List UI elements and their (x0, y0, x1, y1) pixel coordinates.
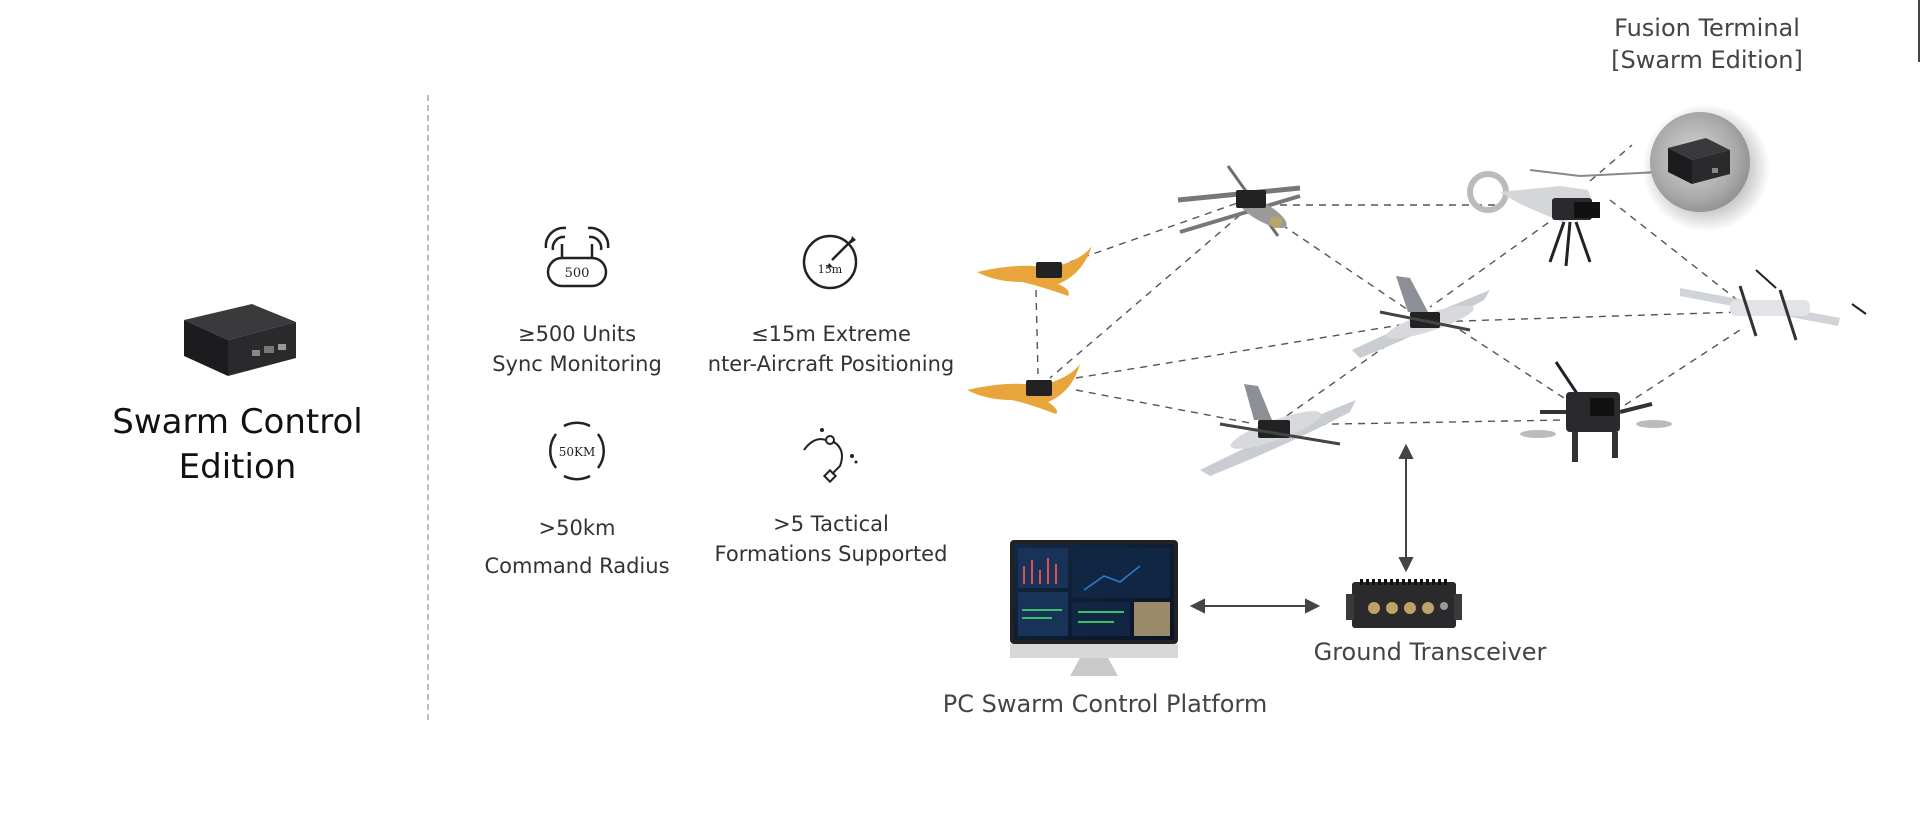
product-title-line1: Swarm Control (112, 402, 363, 442)
feature-positioning-line2: nter-Aircraft Positioning (707, 352, 955, 376)
feature-command-radius-line1: >50km (538, 516, 616, 540)
drone-flying-wing-bottom (967, 364, 1080, 414)
feature-sync-monitoring-line2: Sync Monitoring (492, 352, 662, 376)
router-500-text: 500 (565, 266, 590, 281)
radius-50km-text: 50KM (559, 445, 596, 459)
section-divider (427, 95, 429, 720)
feature-tactical-formations: >5 Tactical Formations Supported (700, 509, 962, 569)
feature-tactical-formations-line2: Formations Supported (714, 542, 948, 566)
ground-transceiver-label: Ground Transceiver (1313, 638, 1547, 666)
feature-command-radius-line2: Command Radius (484, 554, 670, 578)
drone-helicopter (1467, 169, 1661, 267)
router-500-icon: 500 (544, 226, 610, 288)
drone-quadcopter-armed (1520, 361, 1672, 462)
feature-positioning-line1: ≤15m Extreme (751, 322, 911, 346)
product-title-line2: Edition (178, 447, 297, 487)
drone-vtol-lower-left (1200, 384, 1356, 476)
fusion-terminal-line2: [Swarm Edition] (1611, 46, 1803, 74)
formation-path-icon (803, 428, 858, 484)
drone-flying-wing-top (977, 246, 1092, 296)
swarm-control-device-image (184, 304, 296, 376)
drone-vtol-center (1352, 276, 1490, 358)
edge-divider (1918, 0, 1920, 62)
pc-link-arrow (1189, 598, 1321, 614)
terminal-zoom-bubble (1642, 104, 1770, 232)
feature-sync-monitoring-line1: ≥500 Units (517, 322, 637, 346)
pc-monitor (1010, 540, 1178, 676)
feature-tactical-formations-line1: >5 Tactical (773, 512, 889, 536)
feature-sync-monitoring: ≥500 Units Sync Monitoring (467, 319, 687, 379)
ground-transceiver-device (1346, 579, 1462, 628)
product-title: Swarm Control Edition (100, 400, 375, 490)
pc-platform-label: PC Swarm Control Platform (942, 690, 1268, 718)
fusion-terminal-label: Fusion Terminal [Swarm Edition] (1582, 12, 1832, 76)
drone-vtol-right (1680, 269, 1867, 341)
gauge-15m-text: 15m (818, 263, 843, 276)
uplink-arrow (1398, 443, 1414, 573)
drone-loitering-munition (1177, 165, 1301, 237)
radius-50km-icon: 50KM (549, 421, 605, 481)
feature-command-radius: >50km Command Radius (467, 509, 687, 585)
swarm-link-lines (1035, 144, 1751, 426)
feature-positioning: ≤15m Extreme nter-Aircraft Positioning (700, 319, 962, 379)
fusion-terminal-line1: Fusion Terminal (1614, 14, 1800, 42)
gauge-15m-icon: 15m (802, 234, 858, 290)
